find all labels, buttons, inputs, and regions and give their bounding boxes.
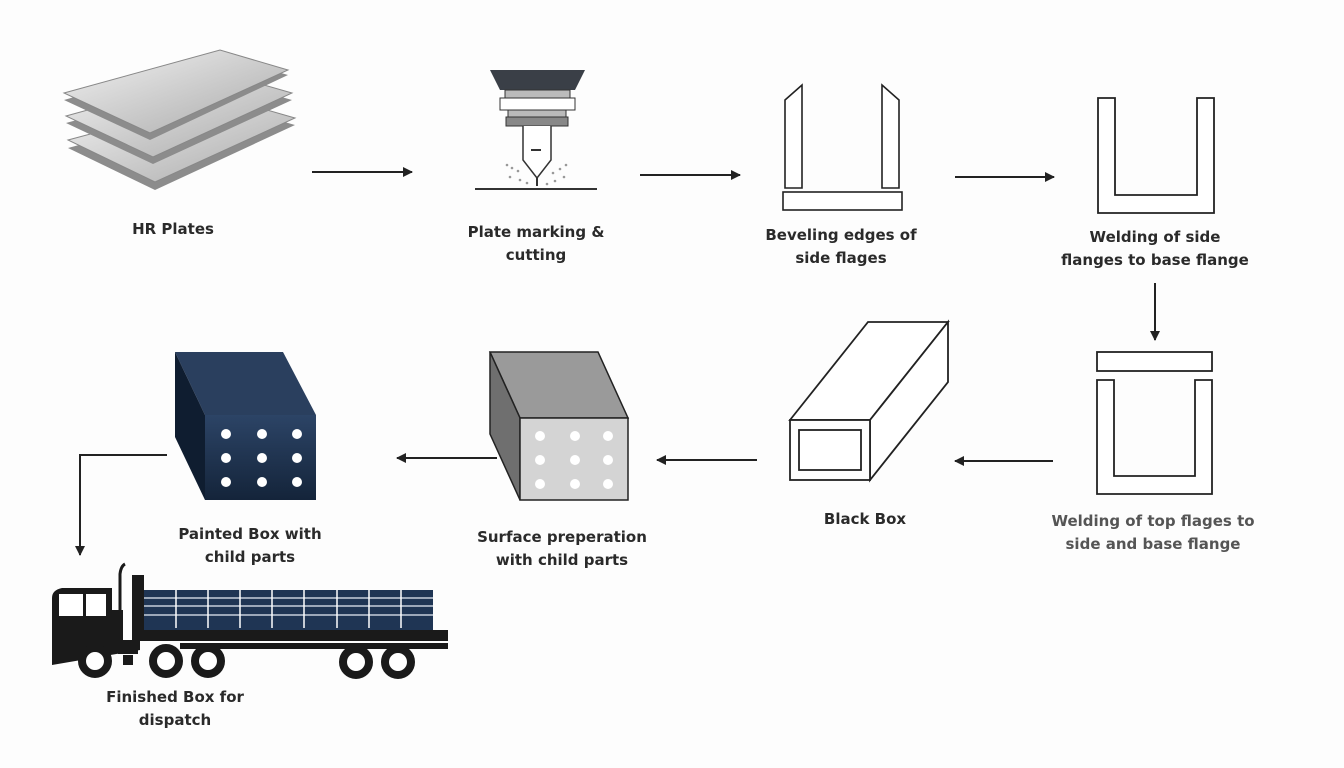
- hr-plates-icon: [62, 49, 297, 190]
- label-line: flanges to base flange: [1061, 251, 1249, 269]
- label-line: Painted Box with: [178, 525, 322, 543]
- beveling-icon: [782, 83, 903, 211]
- label-line: Finished Box for: [106, 688, 244, 706]
- label-finished-box: Finished Box for dispatch: [106, 686, 244, 732]
- surface-prepared-box-icon: [488, 351, 630, 501]
- label-plate-marking: Plate marking & cutting: [468, 221, 605, 267]
- label-line: Plate marking &: [467, 223, 605, 241]
- child-part-holes: [221, 429, 302, 487]
- label-line: HR Plates: [132, 220, 214, 238]
- label-line: side flages: [795, 249, 887, 267]
- plate-cutting-machine-icon: [475, 70, 597, 190]
- label-line: Welding of side: [1089, 228, 1221, 246]
- label-beveling: Beveling edges of side flages: [765, 224, 916, 270]
- label-line: side and base flange: [1065, 535, 1241, 553]
- label-welding-top: Welding of top flages to side and base fl…: [1051, 510, 1254, 556]
- label-line: with child parts: [495, 551, 629, 569]
- welded-u-channel-icon: [1097, 97, 1215, 214]
- label-line: Black Box: [823, 510, 907, 528]
- label-line: Welding of top flages to: [1051, 512, 1255, 530]
- child-part-holes: [535, 431, 613, 489]
- label-line: Beveling edges of: [765, 226, 917, 244]
- label-line: child parts: [204, 548, 296, 566]
- label-line: Surface preperation: [477, 528, 647, 546]
- black-box-icon: [788, 319, 950, 483]
- label-hr-plates: HR Plates: [132, 218, 214, 241]
- arrow-8: [75, 454, 167, 556]
- truck-icon: [52, 562, 448, 679]
- painted-box-icon: [175, 352, 316, 500]
- label-black-box: Black Box: [824, 508, 906, 531]
- welded-box-section-icon: [1096, 351, 1213, 495]
- label-surface-prep: Surface preperation with child parts: [477, 526, 647, 572]
- label-welding-side: Welding of side flanges to base flange: [1061, 226, 1249, 272]
- label-line: cutting: [505, 246, 567, 264]
- label-painted-box: Painted Box with child parts: [178, 523, 321, 569]
- label-line: dispatch: [138, 711, 212, 729]
